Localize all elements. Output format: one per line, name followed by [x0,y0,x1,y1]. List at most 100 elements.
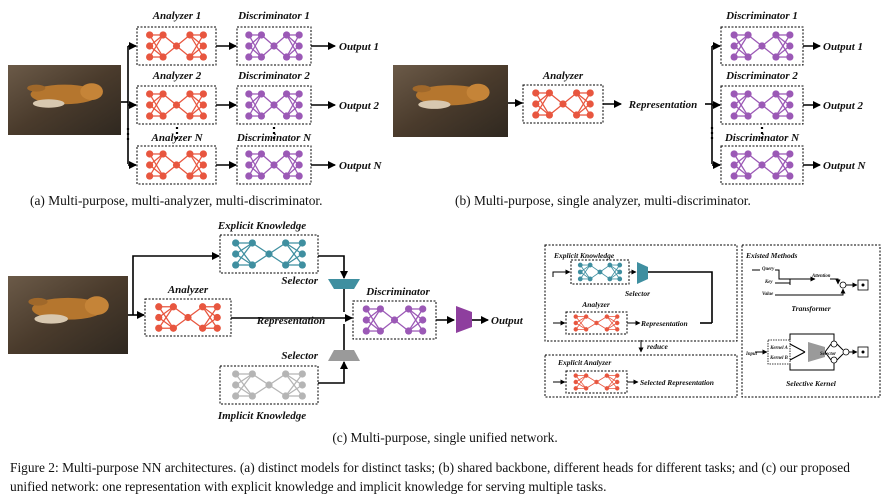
panel-b-discriminator-label-1: Discriminator 1 [725,10,798,22]
panel-b-discriminator-3-node [786,150,794,158]
networks [136,26,804,405]
panel-a-discriminator-1-node [257,31,266,39]
panel-b-analyzer-node [573,89,581,97]
panel-a-discriminator-2-node [295,90,303,98]
panel-c-discriminator-label: Discriminator [365,286,430,298]
panel-b-analyzer-node [545,111,554,119]
transformer-attention-label: Attention [811,274,831,279]
inset-explicit-analyzer-net-node [583,373,589,378]
panel-b-analyzer-node [532,89,540,97]
selective-kernel-a-to-selector [789,343,806,353]
panel-a-analyzer-1-node [199,53,207,61]
panel-a-analyzer-2-node [172,101,181,109]
panel-a-analyzer-1-node [199,31,207,39]
inset-selector-label: Selector [625,289,650,298]
panel-c-analyzer [144,298,232,337]
panel-c-input-image-dog-tail [28,297,48,306]
panel-a-analyzer-3-node [159,150,167,158]
panel-a-discriminator-2-node [282,112,291,120]
panel-b-representation-label: Representation [628,99,697,111]
panel-b-discriminator-2-node [786,101,794,109]
transformer-key-label: Key [764,280,773,285]
panel-c-analyzer-node [199,324,207,332]
panel-a-discriminator-3-edge [286,153,300,177]
panel-a-discriminator-2-node [295,101,303,109]
selective-kernel-kernel-a-label: Kernel A [769,346,788,351]
panel-c-explicit-knowledge-node [298,250,306,258]
panel-c-analyzer-node [169,324,177,332]
selective-kernel-node-bottom [830,356,838,364]
panel-a-analyzer-3-node [199,161,207,169]
inset-explicit-knowledge-label: Explicit Knowledge [553,251,615,260]
panel-a-analyzer-3-node [146,161,154,169]
inset-explicit-net-node [617,262,623,268]
selective-kernel-b-to-selector [789,351,806,361]
inset-explicit-analyzer-net-node [615,379,620,385]
panel-b-discriminator-1-edge [775,34,791,58]
panel-c-explicit-label: Explicit Knowledge [217,220,306,232]
panel-c-explicit-knowledge-node [298,261,306,269]
panel-b-input-image [393,65,508,137]
panel-b-discriminator-2-node [786,90,794,98]
panel-c-analyzer-node [213,313,221,322]
panel-b-discriminator-2-edge [775,93,791,117]
inset-explicit-arrow [552,269,571,277]
panel-a-discriminator-1-node [282,31,291,39]
panel-a-discriminator-1-node [245,42,253,50]
panel-c-discriminator-edge [365,308,381,332]
panel-b-discriminator-2-node [786,112,794,120]
panel-b-output-label-2: Output 2 [823,100,864,112]
panel-b-analyzer-node [532,100,540,108]
panel-a-discriminator-1-node [245,31,253,39]
panel-b-input-image-dog-tail [412,85,431,93]
inset-selected-representation-label: Selected Representation [640,378,714,387]
panel-c-discriminator-edge [408,308,424,332]
inset-explicit-analyzer-net-edge [606,375,618,389]
panel-a-output-label-1: Output 1 [339,41,379,53]
panel-c-analyzer-edge [158,306,174,329]
panel-c-output-label: Output [491,315,524,327]
inset-selector [637,262,648,284]
panel-c-analyzer-node [155,303,163,311]
inset-explicit-analyzer-label: Explicit Analyzer [557,358,611,367]
panel-a-analyzer-1-node [172,42,181,50]
panel-b-analyzer-node [586,100,594,108]
panel-a-discriminator-2-node [245,112,253,120]
inset-existed-frame [741,244,881,398]
panel-a-discriminator-3-node [257,150,266,158]
panel-b-analyzer-label: Analyzer [542,70,584,82]
panel-a-analyzer-3-node [199,172,207,180]
panel-b-discriminator-3-edge [733,153,749,177]
panel-b-discriminator-3-node [744,172,752,180]
panel-c-discriminator-node [405,327,413,335]
panel-c-explicit-knowledge-node [298,239,306,247]
inset-explicit-net-node [587,276,593,282]
panel-b-discriminator-1-node [772,53,780,61]
panel-a-analyzer-2 [136,85,217,125]
panel-b-discriminator-2-node [730,101,738,109]
selective-kernel-selector-label: Selector [820,352,836,357]
panel-b-analyzer [522,84,604,124]
panel-b-analyzer-edge [576,92,591,116]
panel-a-analyzer-3-node [159,172,167,180]
inset-explicit-net-node [587,262,593,268]
panel-b-discriminator-1-node [772,31,780,39]
inset-analyzer-net-node [604,327,610,332]
inset-explicit-analyzer-net [565,370,628,394]
selective-kernel-kernels [767,339,791,365]
inset-analyzer-net-node [615,320,620,326]
panel-c-explicit-knowledge-node [265,250,273,258]
panel-a-discriminator-3-node [245,172,253,180]
panel-c-implicit-knowledge [219,365,319,405]
transformer-value-path [775,288,846,296]
panel-b-discriminator-3-edge [775,153,791,177]
panel-a-analyzer-2-node [199,90,207,98]
panel-a-output-label-3: Output N [339,160,383,172]
transformer-attn-down [830,278,841,285]
selective-kernel-bypass-top [789,333,835,341]
panel-b-input-image-dog-leg [418,100,451,109]
panel-c-implicit-knowledge-node [248,392,256,400]
panel-c-explicit-knowledge-edge [285,242,303,266]
panel-c-analyzer-node [169,303,177,311]
panel-b-discriminator-2-node [730,90,738,98]
